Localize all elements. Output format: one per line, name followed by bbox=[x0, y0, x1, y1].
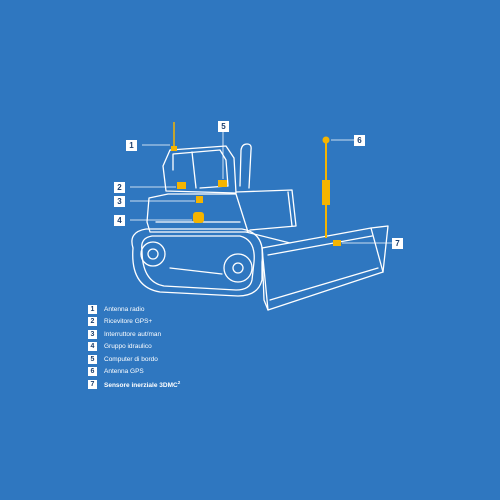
legend-item: 5 Computer di bordo bbox=[88, 353, 180, 366]
callout-2: 2 bbox=[114, 182, 125, 193]
legend-number: 2 bbox=[88, 317, 97, 327]
legend-item: 2 Ricevitore GPS+ bbox=[88, 316, 180, 329]
gps-mast-bracket bbox=[322, 180, 330, 205]
legend-number: 6 bbox=[88, 367, 97, 377]
legend-label-superscript: 2 bbox=[177, 379, 181, 385]
legend-item: 7 Sensore inerziale 3DMC2 bbox=[88, 378, 180, 391]
legend-number: 3 bbox=[88, 329, 97, 339]
legend-label: Antenna GPS bbox=[104, 368, 144, 376]
legend-item: 6 Antenna GPS bbox=[88, 366, 180, 379]
legend: 1 Antenna radio 2 Ricevitore GPS+ 3 Inte… bbox=[88, 303, 180, 391]
legend-label: Sensore inerziale 3DMC2 bbox=[104, 380, 180, 389]
leader-lines bbox=[130, 132, 392, 244]
radio-antenna-base bbox=[171, 146, 177, 151]
legend-number: 5 bbox=[88, 354, 97, 364]
onboard-computer-icon bbox=[218, 180, 227, 187]
bulldozer-outline bbox=[131, 143, 389, 311]
legend-label: Computer di bordo bbox=[104, 355, 158, 363]
legend-label: Interruttore aut/man bbox=[104, 330, 162, 338]
callout-1: 1 bbox=[126, 140, 137, 151]
callout-6: 6 bbox=[354, 135, 365, 146]
inertial-sensor-icon bbox=[333, 240, 341, 246]
legend-number: 7 bbox=[88, 379, 97, 389]
legend-item: 3 Interruttore aut/man bbox=[88, 328, 180, 341]
gps-antenna-icon bbox=[322, 136, 330, 144]
legend-number: 1 bbox=[88, 304, 97, 314]
legend-item: 1 Antenna radio bbox=[88, 303, 180, 316]
callout-5: 5 bbox=[218, 121, 229, 132]
legend-label: Antenna radio bbox=[104, 305, 145, 313]
legend-number: 4 bbox=[88, 342, 97, 352]
callout-4: 4 bbox=[114, 215, 125, 226]
legend-label: Gruppo idraulico bbox=[104, 343, 152, 351]
legend-label: Ricevitore GPS+ bbox=[104, 318, 153, 326]
hydraulic-unit-icon bbox=[193, 212, 204, 223]
legend-item: 4 Gruppo idraulico bbox=[88, 341, 180, 354]
callout-3: 3 bbox=[114, 196, 125, 207]
callout-7: 7 bbox=[392, 238, 403, 249]
switch-icon bbox=[196, 196, 203, 203]
gps-receiver-icon bbox=[177, 182, 186, 189]
legend-label-text: Sensore inerziale 3DMC bbox=[104, 381, 178, 389]
